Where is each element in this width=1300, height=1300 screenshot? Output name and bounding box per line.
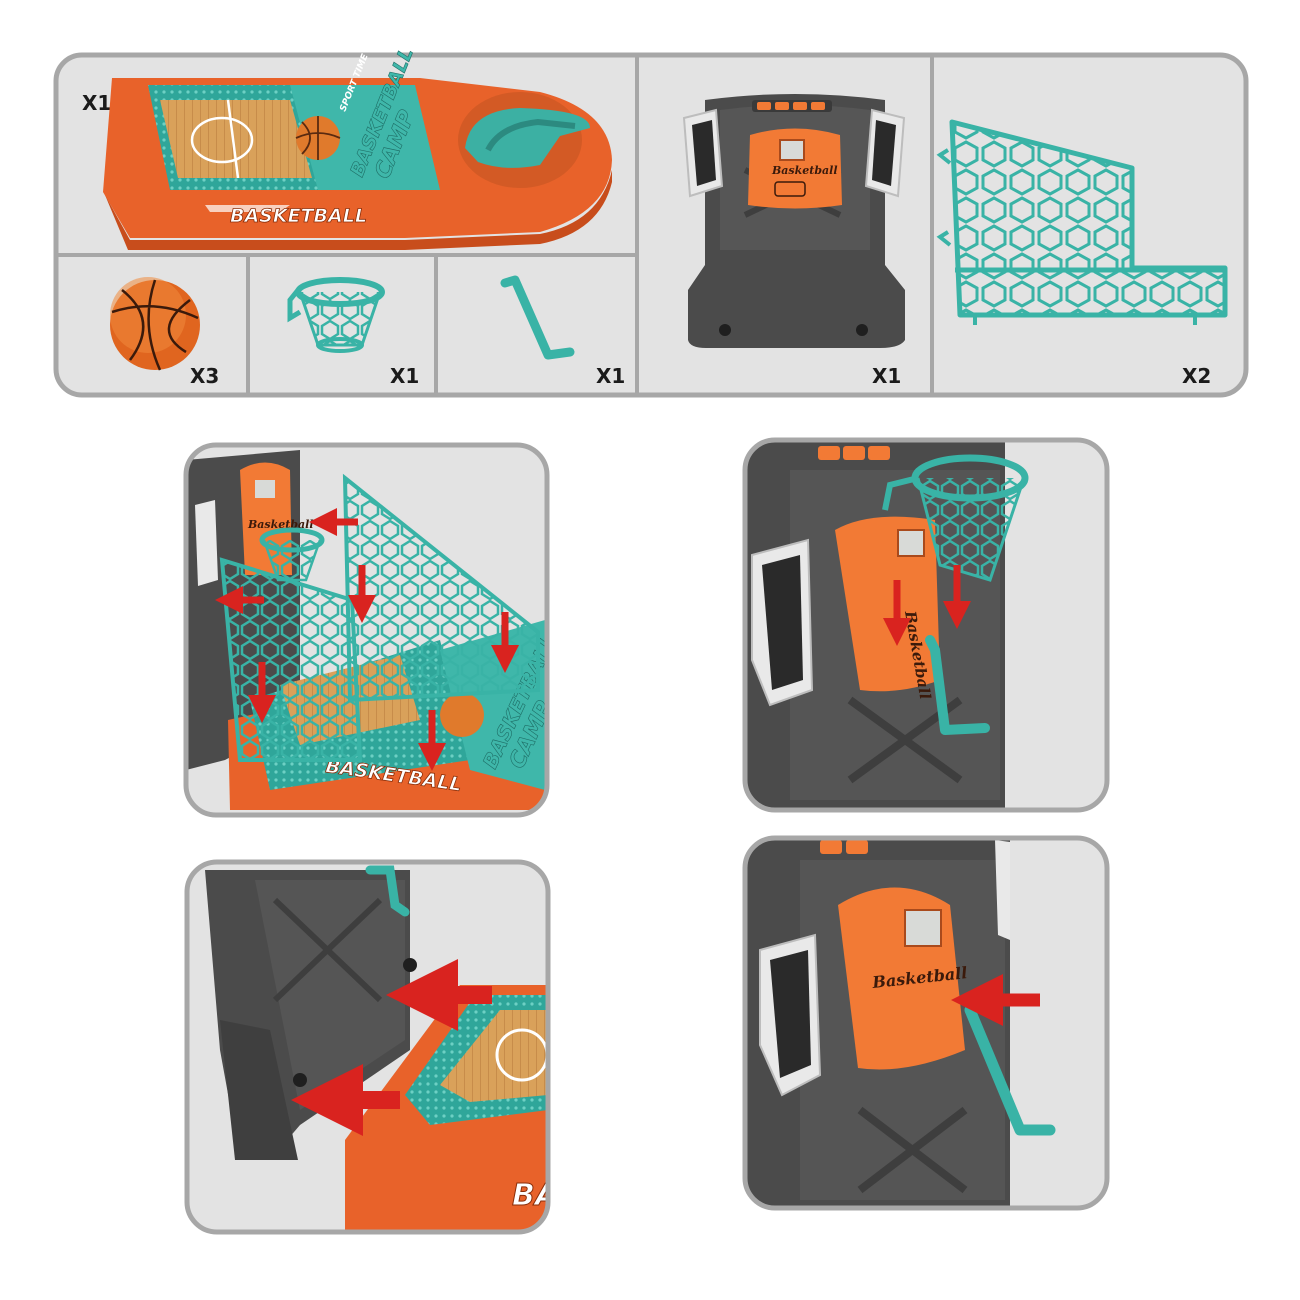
step-attach-nets: Basketball BASKETBALL CAMP BASKETBALL [183, 442, 550, 818]
step-attach-board: BA [184, 859, 558, 1235]
part-quantity: X2 [1182, 364, 1211, 388]
part-quantity: X1 [390, 364, 419, 388]
step-attach-scoreboard: Basketball [742, 835, 1110, 1211]
backboard-label: Basketball [771, 164, 838, 177]
part-net-panels: X2 [936, 119, 1228, 388]
part-quantity: X1 [872, 364, 901, 388]
part-crank: X1 [500, 275, 625, 388]
part-quantity: X1 [82, 91, 111, 115]
part-backboard: Basketball X1 [682, 94, 906, 388]
step-arrows [291, 959, 492, 1136]
part-quantity: X1 [596, 364, 625, 388]
board-logo: BASKETBALL [230, 205, 367, 227]
step-attach-hoop: Basketball [742, 437, 1110, 813]
part-game-board: X1 SPORT TIME BASKETBALL CAMP BASKETBALL [82, 44, 612, 250]
step-arrows [883, 565, 971, 646]
part-hoop: X1 [287, 277, 419, 388]
step-arrows [215, 508, 519, 771]
part-quantity: X3 [190, 364, 219, 388]
part-balls: X3 [110, 277, 219, 388]
step-board-logo: BA [512, 1178, 558, 1213]
